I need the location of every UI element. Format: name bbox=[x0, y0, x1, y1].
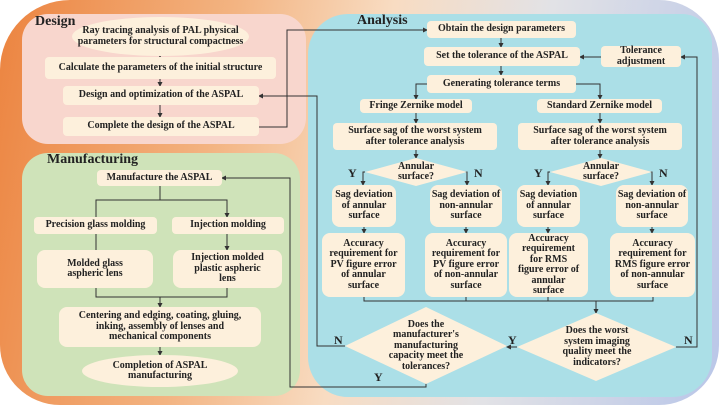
sag-annular-right-node: Sag deviation of annular surface bbox=[517, 185, 580, 227]
manufacturing-capacity-decision bbox=[345, 307, 507, 384]
annular-question-left: Annular surface? bbox=[397, 160, 435, 182]
complete-design-node: Complete the design of the ASPAL bbox=[63, 117, 259, 136]
centering-node: Centering and edging, coating, gluing, i… bbox=[59, 307, 261, 347]
precision-glass-node: Precision glass molding bbox=[34, 217, 157, 234]
no-label: N bbox=[474, 166, 483, 180]
analysis-title: Analysis bbox=[357, 13, 408, 28]
calculate-node: Calculate the parameters of the initial … bbox=[45, 57, 276, 79]
optimization-node: Design and optimization of the ASPAL bbox=[63, 86, 259, 105]
generating-node: Generating tolerance terms bbox=[427, 75, 576, 93]
set-tolerance-node: Set the tolerance of the ASPAL bbox=[424, 47, 580, 66]
no-label: N bbox=[684, 333, 693, 347]
yes-label: Y bbox=[534, 166, 543, 180]
manufacturing-capacity-question: Does the manufacturer's manufacturing ca… bbox=[388, 318, 464, 372]
injection-lens-node: Injection molded plastic aspheric lens bbox=[173, 250, 282, 288]
imaging-quality-question: Does the worst system imaging quality me… bbox=[562, 325, 632, 368]
standard-zernike-node: Standard Zernike model bbox=[537, 99, 662, 113]
sag-worst-left-node: Surface sag of the worst system after to… bbox=[333, 123, 497, 150]
yes-label: Y bbox=[348, 166, 357, 180]
obtain-node: Obtain the design parameters bbox=[427, 21, 576, 38]
imaging-quality-decision bbox=[517, 313, 676, 381]
molded-glass-node: Molded glass aspheric lens bbox=[37, 250, 153, 288]
annular-decision-left bbox=[365, 158, 467, 186]
fringe-zernike-node: Fringe Zernike model bbox=[360, 99, 472, 113]
design-title: Design bbox=[35, 14, 76, 29]
accuracy-pv-annular-node: Accuracy requirement for PV figure error… bbox=[322, 233, 405, 297]
no-label: N bbox=[659, 166, 668, 180]
sag-annular-left-node: Sag deviation of annular surface bbox=[332, 185, 396, 227]
ray-tracing-node: Ray tracing analysis of PAL physical par… bbox=[72, 17, 249, 56]
no-label: N bbox=[334, 333, 343, 347]
annular-question-right: Annular surface? bbox=[582, 160, 620, 182]
yes-label: Y bbox=[374, 370, 383, 384]
sag-non-annular-right-node: Sag deviation of non-annular surface bbox=[616, 185, 688, 227]
manufacture-node: Manufacture the ASPAL bbox=[97, 170, 222, 186]
accuracy-pv-non-annular-node: Accuracy requirement for PV figure error… bbox=[425, 233, 507, 297]
completion-node: Completion of ASPAL manufacturing bbox=[82, 355, 238, 387]
manufacturing-title: Manufacturing bbox=[47, 152, 138, 167]
annular-decision-right bbox=[550, 158, 652, 186]
injection-molding-node: Injection molding bbox=[172, 217, 284, 234]
accuracy-rms-annular-node: Accuracy requirement for RMS figure erro… bbox=[509, 233, 588, 297]
tolerance-adjustment-node: Tolerance adjustment bbox=[601, 45, 681, 67]
accuracy-rms-non-annular-node: Accuracy requirement for RMS figure erro… bbox=[610, 233, 695, 297]
sag-worst-right-node: Surface sag of the worst system after to… bbox=[518, 123, 682, 150]
sag-non-annular-left-node: Sag deviation of non-annular surface bbox=[430, 185, 502, 227]
yes-label: Y bbox=[508, 333, 517, 347]
